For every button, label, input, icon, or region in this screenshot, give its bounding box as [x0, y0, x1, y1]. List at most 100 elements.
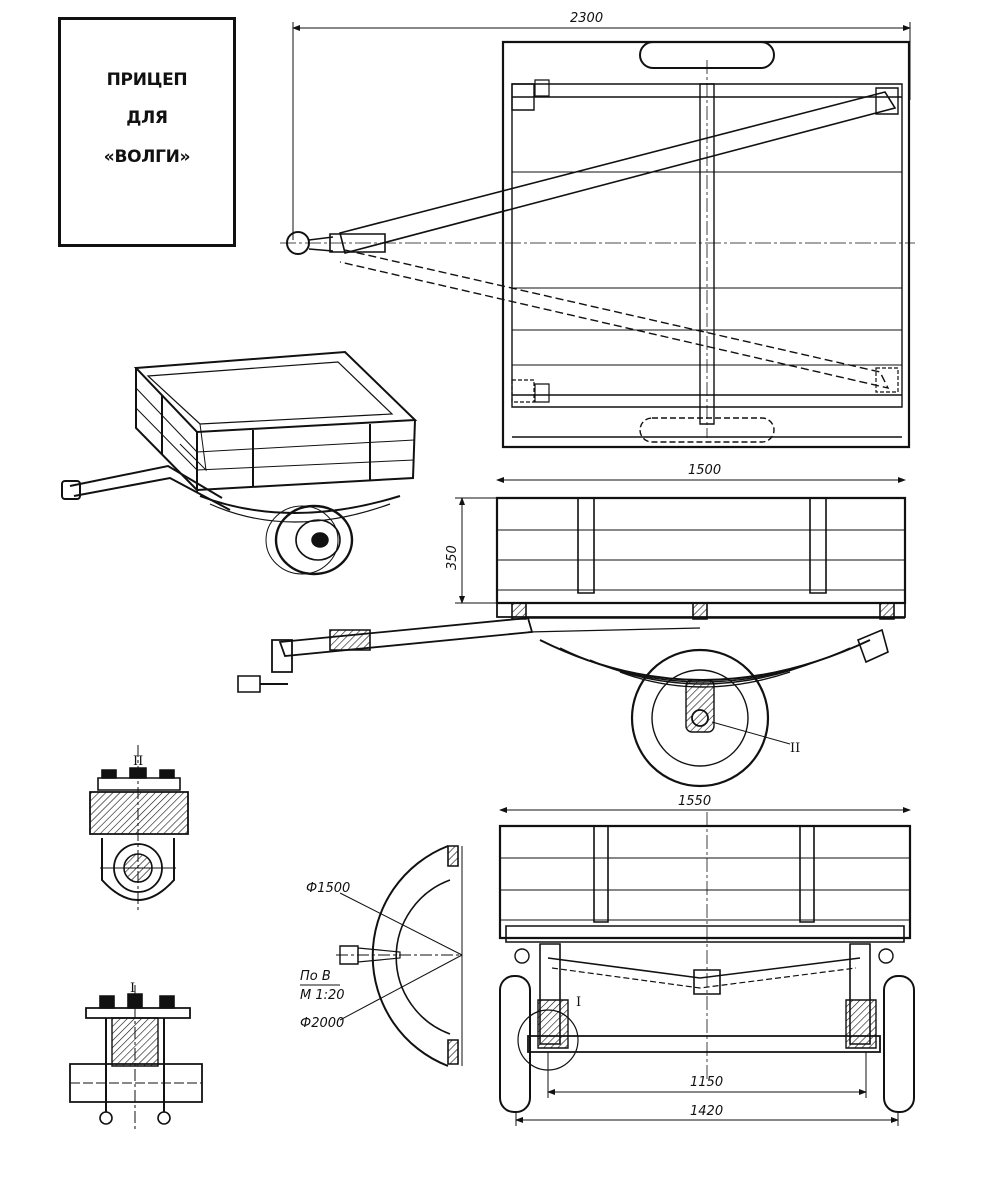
iso-box-front-bottom [197, 420, 415, 490]
fender-outer-arc [373, 846, 448, 1066]
iso-wheel-sidewall [266, 506, 338, 574]
rear-body [500, 826, 910, 938]
callout-detail-2: II [790, 741, 800, 756]
dim-body-height: 350 [445, 545, 460, 570]
callout-detail-1: I [576, 995, 581, 1010]
side-drawbar-under [528, 628, 700, 632]
plan-drawbar-lower [340, 250, 888, 388]
rear-hook-right [879, 949, 893, 963]
side-drawbar-sleeve [330, 630, 370, 650]
detail-1-nut-2 [128, 994, 142, 1008]
plan-bracket-tl [512, 84, 534, 110]
isometric-sketch [62, 352, 415, 574]
detail-1-bolt-end-2 [158, 1112, 170, 1124]
side-axle-clamp [686, 680, 714, 732]
dim-overall-length: 2300 [570, 11, 603, 26]
rear-clamp-right [846, 1000, 876, 1048]
title-line-3: «ВОЛГИ» [103, 147, 191, 167]
side-block-3 [880, 603, 894, 619]
detail-2 [90, 745, 188, 910]
rear-stake-2 [800, 826, 814, 922]
detail-2-label: II [133, 754, 143, 769]
rear-view [500, 807, 914, 1126]
side-body [497, 498, 905, 603]
fender-diameter-2000: Ф2000 [300, 1016, 344, 1031]
plan-hitch-shaft-b [309, 249, 333, 251]
fender-stay [358, 948, 400, 962]
detail-1-nut-3 [160, 996, 174, 1008]
side-hitch-ball [238, 676, 260, 692]
detail-1-label: I [130, 981, 135, 996]
iso-spring [200, 496, 400, 513]
iso-wheel-rim [296, 520, 340, 560]
iso-drawbar-b [74, 478, 230, 510]
title-line-2: ДЛЯ [126, 108, 168, 128]
iso-board-front-2 [197, 460, 414, 470]
rear-axle [528, 1036, 880, 1052]
plan-bracket-tr [876, 88, 898, 114]
rear-cross-lower [552, 968, 856, 988]
plan-bracket-tl2 [535, 80, 549, 96]
dim-body-length: 1500 [688, 463, 721, 478]
leader-d2000 [340, 955, 462, 1020]
detail-2-nut-2 [130, 768, 146, 778]
rear-drawbar-block [694, 970, 720, 994]
view-label-scale: М 1:20 [300, 988, 345, 1003]
dim-body-width: 1550 [678, 794, 711, 809]
iso-board-side-1 [136, 388, 197, 452]
side-block-2 [693, 603, 707, 619]
side-callout-leader [712, 722, 790, 744]
view-label-direction: По В [300, 969, 331, 984]
iso-spring-leaf [210, 504, 390, 522]
plan-hitch-shaft-a [309, 237, 333, 240]
detail-1-spring [112, 1018, 158, 1066]
side-view [238, 477, 905, 786]
detail-2-top-plate [98, 778, 180, 790]
fender-inner-arc [396, 880, 450, 1034]
dim-inner-track: 1150 [690, 1075, 723, 1090]
plan-bracket-br [876, 368, 898, 392]
rear-cross-upper [548, 958, 860, 978]
iso-box-side-left [136, 368, 197, 490]
side-spring-shackle [858, 630, 888, 662]
iso-drawbar-a [70, 466, 222, 498]
iso-wheel-hub [312, 533, 328, 547]
side-stake-2 [810, 498, 826, 593]
detail-2-clamp-u [102, 838, 174, 900]
side-drawbar [280, 618, 532, 656]
plan-drawbar-upper [340, 92, 895, 253]
detail-1-top-plate [86, 1008, 190, 1018]
fender-mount-top [448, 846, 458, 866]
detail-2-nut-3 [160, 770, 174, 778]
rear-frame [506, 926, 904, 942]
plan-bracket-bl [512, 380, 534, 402]
side-wheel-tire [632, 650, 768, 786]
iso-board-side-2 [136, 408, 197, 470]
iso-board-front-1 [197, 440, 414, 452]
iso-inside-corner [180, 424, 206, 470]
rear-hook-left [515, 949, 529, 963]
side-block-1 [512, 603, 526, 619]
fender-mount-bottom [448, 1040, 458, 1064]
title-block: ПРИЦЕП ДЛЯ «ВОЛГИ» [58, 17, 236, 247]
detail-2-spring-pack [90, 792, 188, 834]
rear-wheel-left [500, 976, 530, 1112]
plan-view [280, 22, 915, 447]
plan-outer-frame [503, 42, 909, 447]
plan-wheel-top [640, 42, 774, 68]
side-wheel-rim [652, 670, 748, 766]
iso-wheel-tire [276, 506, 352, 574]
detail-1 [70, 985, 202, 1130]
detail-2-nut-1 [102, 770, 116, 778]
side-hitch-head [272, 640, 292, 672]
side-stake-1 [578, 498, 594, 593]
plan-wheel-bottom [640, 418, 774, 442]
iso-hitch [62, 481, 80, 499]
fender-diameter-1500: Ф1500 [306, 881, 350, 896]
detail-1-bolt-end-1 [100, 1112, 112, 1124]
side-wheel-hub [692, 710, 708, 726]
rear-stake-1 [594, 826, 608, 922]
title-line-1: ПРИЦЕП [106, 70, 188, 90]
